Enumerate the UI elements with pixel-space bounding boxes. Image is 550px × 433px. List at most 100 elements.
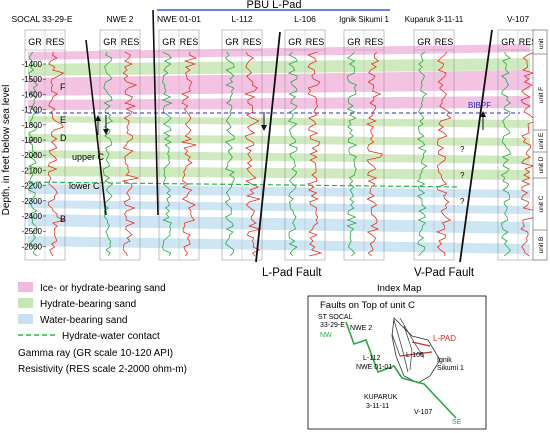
map-label-v107: V-107	[414, 409, 432, 416]
gr-track-label: GR	[162, 37, 176, 47]
section-line	[345, 321, 457, 419]
zone-label-e: E	[60, 115, 66, 125]
well-name-labels: SOCAL 33-29-E NWE 2 NWE 01-01 L-112 L-10…	[11, 14, 529, 24]
gamma-ray-curve	[103, 51, 114, 257]
index-map-subtitle: Faults on Top of unit C	[320, 300, 415, 311]
map-fault-traces	[391, 317, 425, 373]
well-track-3: GR RES	[158, 29, 200, 261]
resistivity-curve	[435, 51, 452, 257]
bibpf-label: BIBPF	[468, 101, 491, 110]
unit-column: unit unit F unit E unit D unit C unit B	[532, 29, 548, 261]
unit-label-f: unit F	[538, 87, 545, 103]
question-mark-1: ?	[460, 145, 465, 154]
arrow-up-icon	[95, 115, 101, 121]
depth-tick-label: -2200	[22, 182, 43, 191]
correlation-band	[28, 166, 530, 180]
unit-column-frame	[532, 29, 548, 261]
depth-tick-label: -1500	[22, 75, 43, 84]
fault-b	[152, 9, 159, 216]
depth-tick-label: -1700	[22, 106, 43, 115]
res-track-label: RES	[306, 37, 325, 47]
map-label-kuparuk-2: 3-11-11	[366, 403, 389, 410]
map-label-nwe0101: NWE 01-01	[356, 364, 392, 371]
index-map-frame	[307, 295, 487, 430]
map-label-socal-2: 33-29-E	[320, 322, 345, 329]
well-label-kuparuk: Kuparuk 3-11-11	[405, 15, 464, 24]
gr-track-label: GR	[225, 37, 239, 47]
v-pad-fault-label: V-Pad Fault	[414, 267, 475, 279]
zone-label-lower-c: lower C	[69, 181, 100, 191]
legend: Ice- or hydrate-bearing sand Hydrate-bea…	[18, 282, 187, 375]
depth-tick-label: -2500	[22, 227, 43, 236]
index-map: Index Map Faults on Top of unit C ST SOC…	[307, 283, 487, 430]
correlation-band	[28, 70, 530, 96]
zone-labels: F E D upper C lower C B ? ? ?	[60, 82, 465, 224]
gr-track-label: GR	[417, 37, 431, 47]
zone-label-upper-c: upper C	[72, 152, 105, 162]
correlation-band	[28, 134, 530, 146]
map-label-kuparuk-1: KUPARUK	[364, 394, 398, 401]
legend-swatch-ice	[18, 282, 33, 292]
legend-label-water: Water-bearing sand	[40, 315, 127, 326]
question-mark-2: ?	[460, 171, 465, 180]
well-label-v107: V-107	[507, 14, 529, 24]
depth-axis: Depth, in feet below sea level -1400-150…	[1, 60, 46, 251]
gamma-ray-curve	[161, 51, 173, 257]
gamma-ray-curve	[346, 51, 358, 257]
fault-block-outline	[391, 317, 441, 384]
fault-v-pad	[459, 29, 493, 263]
correlation-band	[28, 200, 530, 214]
gamma-ray-curve	[500, 51, 512, 257]
depth-tick-label: -2100	[22, 166, 43, 175]
legend-label-resistivity: Resistivity (RES scale 2-2000 ohm-m)	[18, 364, 187, 375]
fault-lines	[85, 9, 493, 263]
map-label-l106: L-106	[406, 352, 424, 359]
question-mark-3: ?	[460, 197, 465, 206]
unit-label-c: unit C	[538, 195, 545, 212]
hydrate-water-contact-line	[27, 181, 461, 188]
resistivity-curve	[243, 51, 262, 257]
res-track-label: RES	[121, 37, 140, 47]
resistivity-curve	[121, 51, 139, 257]
depth-axis-ticks: -1400-1500-1600-1700-1800-1900-2000-2100…	[22, 60, 46, 251]
gamma-ray-curve	[224, 51, 235, 257]
res-track-label: RES	[435, 37, 454, 47]
map-label-ignik-2: Sikumi 1	[437, 365, 464, 372]
correlation-bands	[28, 44, 530, 254]
correlation-band	[28, 184, 530, 198]
depth-tick-label: -1900	[22, 136, 43, 145]
pbu-header-label: PBU L-Pad	[246, 0, 301, 11]
pbu-lpad-header: PBU L-Pad	[157, 0, 390, 11]
map-label-l112: L-112	[363, 355, 380, 362]
res-track-label: RES	[180, 37, 199, 47]
arrow-down-icon	[261, 125, 267, 131]
well-track-7: GR RES	[413, 29, 455, 261]
legend-label-ice: Ice- or hydrate-bearing sand	[40, 283, 166, 294]
map-label-se: SE	[452, 419, 462, 426]
well-label-socal: SOCAL 33-29-E	[11, 14, 72, 24]
unit-label-e: unit E	[538, 132, 545, 149]
depth-tick-label: -2300	[22, 197, 43, 206]
gamma-ray-curve	[27, 51, 39, 257]
depth-tick-label: -1400	[22, 60, 43, 69]
gamma-ray-curve	[416, 51, 428, 257]
index-map-title: Index Map	[377, 283, 421, 294]
map-label-nwe2: NWE 2	[350, 325, 372, 332]
gr-track-label: GR	[28, 37, 42, 47]
depth-tick-label: -1800	[22, 121, 43, 130]
zone-label-d: D	[60, 133, 67, 143]
depth-tick-label: -2400	[22, 212, 43, 221]
fault-a	[85, 39, 107, 216]
legend-swatch-water	[18, 314, 33, 324]
arrow-up-icon	[480, 111, 486, 117]
gamma-ray-curve	[287, 51, 298, 257]
gr-track-label: GR	[347, 37, 361, 47]
l-pad-fault-label: L-Pad Fault	[262, 267, 322, 279]
